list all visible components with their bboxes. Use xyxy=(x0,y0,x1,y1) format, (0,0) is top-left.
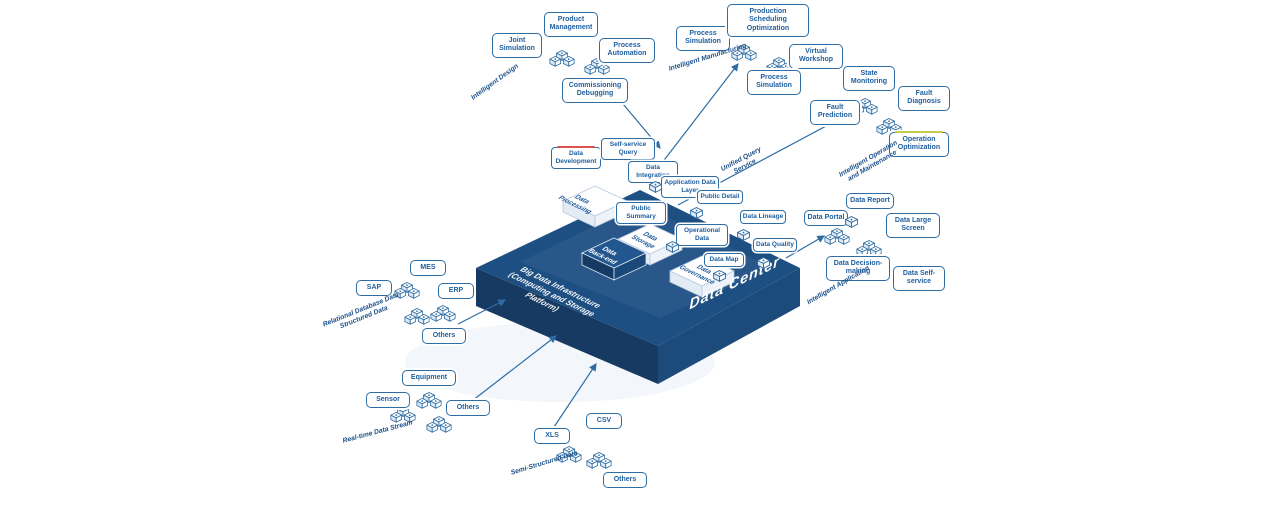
node-sensor: Sensor xyxy=(366,392,410,409)
platform-left-face xyxy=(476,268,658,384)
layer-self-service-query: Self-service Query xyxy=(601,138,655,160)
node-state-monitoring: State Monitoring xyxy=(843,66,895,91)
node-fault-prediction: Fault Prediction xyxy=(810,100,860,125)
node-data-decision-making: Data Decision-making xyxy=(826,256,890,281)
cube-icon xyxy=(757,257,770,269)
cube-icon xyxy=(845,216,858,228)
cube-cluster-icon xyxy=(549,50,575,72)
node-process-simulation-1: Process Simulation xyxy=(676,26,730,51)
cube-cluster-icon xyxy=(824,228,850,250)
arrow-realtime-to-platform xyxy=(467,335,557,405)
accent-bar xyxy=(557,145,595,149)
cube-cluster-icon xyxy=(586,452,612,474)
node-process-automation: Process Automation xyxy=(599,38,655,63)
arrow-platform-to-application xyxy=(785,235,826,259)
cube-cluster-icon xyxy=(416,392,442,414)
cube-cluster-icon xyxy=(430,305,456,327)
node-equipment: Equipment xyxy=(402,370,456,387)
layer-operational-data: Operational Data xyxy=(676,224,728,246)
node-data-large-screen: Data Large Screen xyxy=(886,213,940,238)
arrow-relational-to-platform xyxy=(457,299,507,325)
platform-right-face xyxy=(658,268,800,384)
arrow-semistructured-to-platform xyxy=(551,363,597,431)
node-joint-simulation: Joint Simulation xyxy=(492,33,542,58)
cube-icon xyxy=(666,241,679,253)
node-production-scheduling-optimization: Production Scheduling Optimization xyxy=(727,4,809,38)
cube-icon xyxy=(713,270,726,282)
layer-data-lineage: Data Lineage xyxy=(740,210,786,224)
layer-data-map: Data Map xyxy=(704,253,744,267)
node-erp: ERP xyxy=(438,283,474,300)
layer-label: Data Development xyxy=(555,150,597,165)
layer-public-summary: Public Summary xyxy=(616,202,666,224)
node-csv: CSV xyxy=(586,413,622,430)
node-mes: MES xyxy=(410,260,446,277)
node-sap: SAP xyxy=(356,280,392,297)
layer-data-quality: Data Quality xyxy=(753,238,797,252)
node-product-management: Product Management xyxy=(544,12,598,37)
node-commissioning-debugging: Commissioning Debugging xyxy=(562,78,628,103)
node-label: Operation Optimization xyxy=(897,136,941,152)
node-semistructured-others: Others xyxy=(603,472,647,489)
tile-data-backend xyxy=(581,237,647,281)
cube-icon xyxy=(737,229,750,241)
cube-icon xyxy=(690,207,703,219)
node-virtual-workshop: Virtual Workshop xyxy=(789,44,843,69)
node-realtime-others: Others xyxy=(446,400,490,417)
node-operation-optimization: Operation Optimization xyxy=(889,130,949,157)
layer-public-detail: Public Detail xyxy=(697,190,743,204)
node-data-report: Data Report xyxy=(846,193,894,210)
node-xls: XLS xyxy=(534,428,570,445)
node-relational-others: Others xyxy=(422,328,466,345)
node-data-portal: Data Portal xyxy=(804,210,848,227)
node-fault-diagnosis: Fault Diagnosis xyxy=(898,86,950,111)
cube-icon xyxy=(649,181,662,193)
node-data-self-service: Data Self-service xyxy=(893,266,945,291)
accent-bar xyxy=(895,130,943,134)
arrow-platform-to-manufacturing xyxy=(654,63,739,173)
cube-cluster-icon xyxy=(426,416,452,438)
node-process-simulation-2: Process Simulation xyxy=(747,70,801,95)
cube-cluster-icon xyxy=(404,308,430,330)
slab-data-processing xyxy=(562,185,628,228)
layer-data-development: Data Development xyxy=(551,145,601,169)
